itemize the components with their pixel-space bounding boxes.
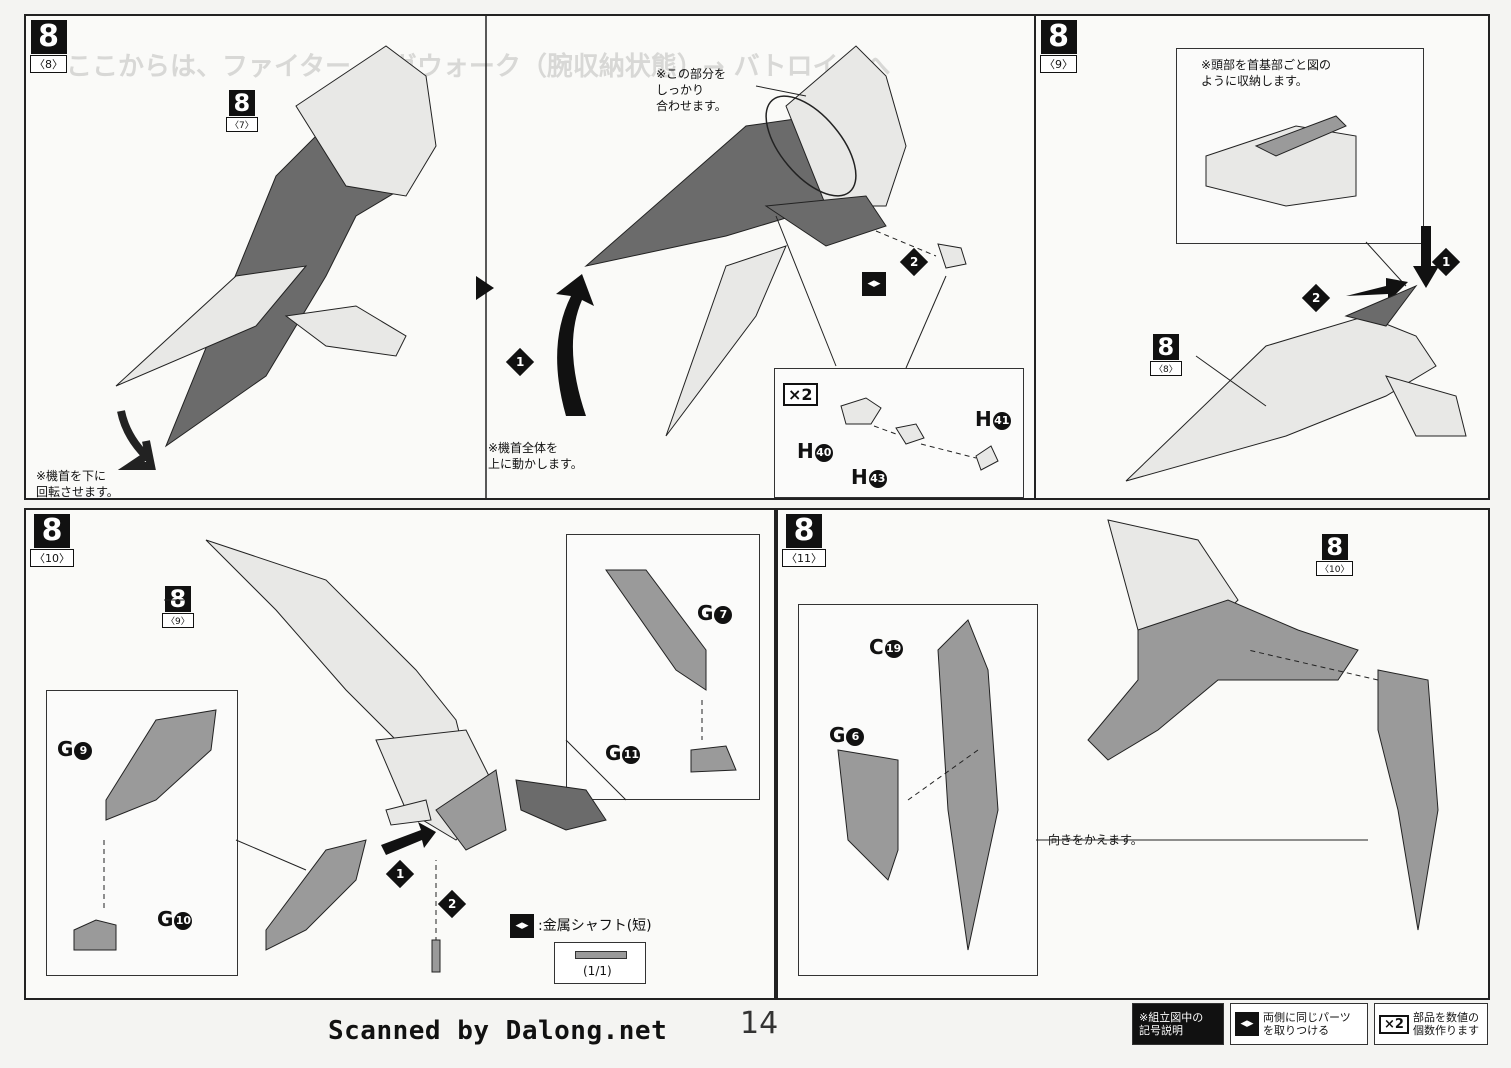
note-rotate-nose: ※機首を下に 回転させます。 (36, 469, 119, 499)
ref-step-substep: 〈9〉 (162, 613, 194, 628)
legend-x2: ×2 部品を数値の 個数作ります (1374, 1003, 1488, 1045)
ref-step-number: 8 (228, 90, 255, 116)
ref-step-badge: 8 〈7〉 (226, 90, 258, 132)
ref-step-substep: 〈10〉 (1316, 561, 1354, 576)
both-sides-icon: ◂▸ (1235, 1012, 1259, 1036)
legend-title: ※組立図中の 記号説明 (1132, 1003, 1224, 1045)
step-badge: 8 〈10〉 (30, 514, 74, 567)
step-badge: 8 〈8〉 (30, 20, 67, 73)
ghost-heading: ここからは、ファイター → ガウォーク（腕収納状態）→ バトロイドへ (66, 52, 891, 82)
shaft-bar (575, 951, 627, 959)
scan-credit: Scanned by Dalong.net (328, 1016, 668, 1046)
step-badge: 8 〈9〉 (1040, 20, 1077, 73)
both-sides-icon: ◂▸ (510, 914, 534, 938)
x2-icon: ×2 (1379, 1014, 1409, 1034)
panel-step-8-8: ここからは、ファイター → ガウォーク（腕収納状態）→ バトロイドへ 8 〈8〉… (24, 14, 1036, 500)
both-sides-icon: ◂▸ (862, 272, 886, 296)
panel-3-illustration (73, 539, 737, 973)
step-number: 8 (1040, 20, 1077, 54)
step-number: 8 (30, 20, 67, 54)
note-fit-part: ※この部分を しっかり 合わせます。 (656, 67, 727, 113)
ref-step-badge: 8 〈9〉 (162, 586, 194, 628)
panel-4-illustration (837, 519, 1439, 951)
step-number: 8 (34, 514, 70, 548)
note-move-nose: ※機首全体を 上に動かします。 (488, 441, 583, 471)
shaft-box: (1/1) (554, 942, 646, 984)
note-shaft: :金属シャフト(短) (538, 918, 652, 934)
legend-both-sides: ◂▸ 両側に同じパーツ を取りつける (1230, 1003, 1368, 1045)
legend-x2-text: 部品を数値の 個数作ります (1412, 1011, 1479, 1037)
ref-step-substep: 〈7〉 (226, 117, 258, 132)
legend-both-sides-text: 両側に同じパーツ を取りつける (1263, 1011, 1351, 1037)
ref-step-badge: 8 〈8〉 (1150, 334, 1182, 376)
x2-icon: ×2 (783, 383, 818, 406)
ref-step-number: 8 (1321, 534, 1348, 560)
panel-step-8-9: 8 〈9〉 ※頭部を首基部ごと図の ように収納します。 8 〈8〉 1 2 (1034, 14, 1490, 500)
step-substep: 〈11〉 (782, 549, 826, 567)
step-substep: 〈10〉 (30, 549, 74, 567)
step-substep: 〈8〉 (30, 55, 67, 73)
panel-1-illustration (115, 16, 999, 498)
ref-step-number: 8 (1152, 334, 1179, 360)
panel-2-illustration (1125, 115, 1467, 482)
ref-step-badge: 8 〈10〉 (1316, 534, 1354, 576)
shaft-count: (1/1) (583, 964, 612, 978)
step-badge: 8 〈11〉 (782, 514, 826, 567)
ref-step-substep: 〈8〉 (1150, 361, 1182, 376)
step-substep: 〈9〉 (1040, 55, 1077, 73)
ref-step-number: 8 (164, 586, 191, 612)
legend-title-text: ※組立図中の 記号説明 (1133, 1004, 1223, 1044)
page-number: 14 (740, 1006, 779, 1041)
note-store-head: ※頭部を首基部ごと図の ように収納します。 (1201, 58, 1332, 88)
step-number: 8 (786, 514, 822, 548)
